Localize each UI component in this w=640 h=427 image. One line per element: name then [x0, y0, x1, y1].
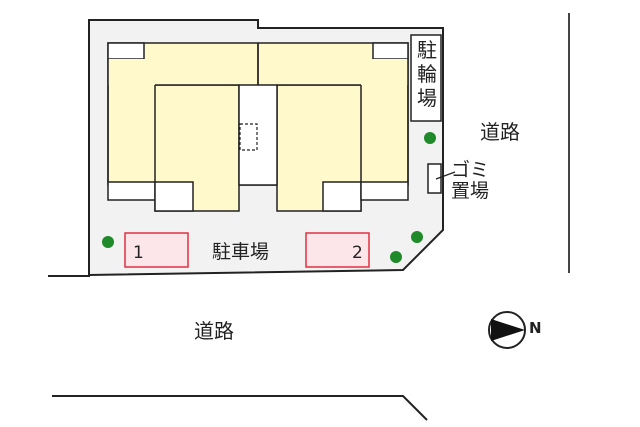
parking-space-1	[124, 232, 189, 268]
parking-space-1-number: 1	[133, 243, 144, 263]
north-arrow-icon	[488, 311, 526, 349]
parking-space-2	[305, 232, 370, 268]
tree-icon	[411, 231, 423, 243]
bicycle-parking-area	[410, 34, 442, 122]
garbage-area-label: ゴミ 置場	[451, 159, 490, 202]
parking-label: 駐車場	[212, 241, 270, 263]
north-label: N	[529, 319, 542, 337]
road-edge-south-lower	[52, 395, 428, 421]
road-label-south: 道路	[194, 319, 234, 343]
tree-icon	[390, 251, 402, 263]
bicycle-parking-label: 駐 輪 場	[417, 38, 437, 110]
tree-icon	[424, 132, 436, 144]
building	[107, 42, 409, 212]
garbage-area	[427, 163, 442, 194]
tree-icon	[102, 236, 114, 248]
parking-space-2-number: 2	[352, 243, 363, 263]
road-label-east: 道路	[480, 120, 520, 144]
